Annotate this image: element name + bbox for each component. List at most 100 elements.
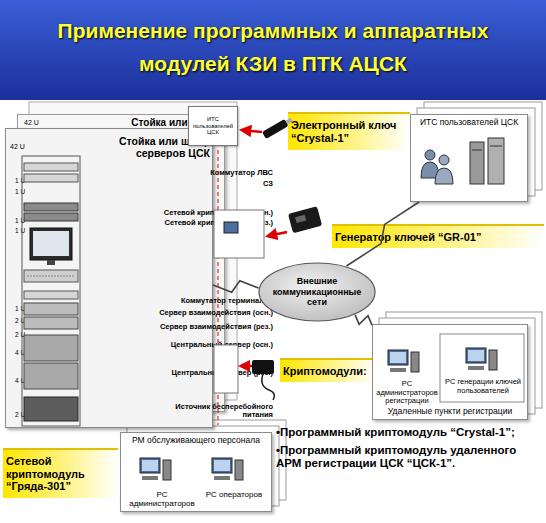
network-link [355, 315, 372, 325]
system-unit [489, 350, 497, 370]
rack-unit-row: 2 UИсточник бесперебойного питания [9, 397, 211, 423]
monitor [466, 348, 486, 363]
callout-band: Генератор ключей “GR-01” [332, 224, 544, 248]
rack-unit-row: 2 UСервер взаимодействия (рез.) [9, 317, 211, 331]
node-text: Внешние коммуникационные сети [267, 276, 367, 307]
cryptomodule-device [252, 360, 274, 374]
node-text: Сервер взаимодействия (рез.) [149, 323, 273, 331]
title-area: Применение программных и аппаратных моду… [30, 14, 516, 80]
user-icon [421, 162, 439, 178]
rack-unit-row: 1 UСетевой криптомодуль (осн.) [9, 203, 211, 213]
rack-unit-row: 1 UСЗ [9, 174, 211, 184]
node-text: Источник бесперебойного питания [149, 403, 273, 420]
usb-token-body [262, 119, 289, 139]
node-text: Сетевой криптомодуль “Гряда-301” [6, 455, 115, 493]
computer-icon [466, 348, 497, 370]
monitor-screen [468, 350, 484, 361]
node-text: 42 U [10, 143, 25, 150]
node-text: Коммутатор терминалов [149, 297, 273, 305]
usb-token-plug [286, 118, 293, 124]
node-text: СЗ [149, 180, 273, 188]
computer-icon [224, 222, 238, 233]
key-generator [288, 206, 322, 233]
rack-unit [24, 203, 78, 211]
rack-frame [22, 156, 80, 426]
unit-size: 1 U [15, 188, 31, 195]
rack-unit-row: 4 UЦентральный сервер (осн.) [9, 335, 211, 363]
dashed-line [218, 150, 219, 425]
keyboard [142, 476, 158, 480]
unit-size: 1 U [15, 227, 31, 234]
monitor [140, 458, 160, 473]
monitor-screen [142, 460, 158, 471]
network-link [346, 202, 419, 266]
usb-token [262, 116, 294, 139]
note-text: •Программный криптомодуль “Crystal-1”; [276, 426, 544, 439]
rack-unit [24, 363, 78, 389]
keyboard [468, 366, 484, 370]
unit-size: 2 U [15, 331, 31, 338]
server-detail [472, 150, 482, 151]
server-detail [490, 146, 502, 147]
keyboard-keys [27, 276, 75, 277]
rack-unit [24, 291, 78, 299]
unit-size: 1 U [15, 177, 31, 184]
workstation-group: Удаленные пункти регистрации [372, 324, 528, 420]
node-text: РМ обслуживающего персонала [132, 436, 260, 445]
computer-icon [212, 458, 243, 480]
terminal-box: ИТС пользователей ЦСК [188, 106, 238, 146]
key-generator-panel [295, 215, 306, 223]
rack-unit-row: 1 UКоммутатор терминалов [9, 291, 211, 301]
node-text: Сетевой криптомодуль (рез.) [149, 219, 273, 227]
unit-size: 1 U [15, 305, 31, 312]
unit-size: 4 U [15, 377, 31, 384]
monitor [212, 458, 232, 473]
node-text: Коммутатор ЛВС [149, 169, 273, 177]
rack-unit [24, 335, 78, 361]
callout-band: Электронный ключ “Crystal-1” [288, 112, 410, 150]
rack-unit [24, 303, 78, 315]
node-text: Центральный сервер (рез.) [149, 369, 273, 377]
node-text: ИТС пользователей ЦСК [189, 114, 237, 138]
monitor-screen [33, 231, 69, 256]
system-unit [235, 460, 243, 480]
key-generator-body [288, 206, 322, 233]
computer-icon [388, 350, 419, 372]
node-text: Удаленные пункти регистрации [388, 407, 512, 416]
rack-cabinet: 42 UСтойка или шкаф серверов ЦСК1 UКомму… [5, 128, 213, 428]
rack-unit [24, 397, 78, 421]
keyboard [24, 270, 78, 282]
network-cloud: Внешние коммуникационные сети [258, 262, 376, 322]
monitor [388, 350, 408, 365]
monitor [30, 228, 72, 260]
title-banner [0, 0, 546, 100]
server-icon [470, 142, 484, 184]
system-unit [411, 352, 419, 372]
rack-unit [24, 174, 78, 182]
callout-band: Сетевой криптомодуль “Гряда-301” [3, 448, 118, 498]
note-text: •Программный криптомодуль удаленного АРМ… [276, 444, 544, 470]
node-text: Криптомодули: [283, 365, 367, 378]
user-icon [439, 155, 449, 165]
node-text: Генератор ключей “GR-01” [335, 231, 481, 244]
system-unit [163, 460, 171, 480]
rack-unit [24, 317, 78, 329]
server-icon [488, 138, 504, 184]
device-cable [262, 374, 274, 400]
network-link [213, 281, 259, 292]
unit-size: 2 U [15, 411, 31, 418]
icon-label: РС генерации ключей пользователей [444, 378, 522, 395]
icon-label: РС администраторов [124, 490, 200, 508]
workstation-group: ИТС пользователей ЦСК [410, 114, 528, 202]
monitor-screen [390, 352, 406, 363]
computer-icon [140, 458, 171, 480]
rack-unit [24, 163, 78, 171]
keyboard [214, 476, 230, 480]
node-text: Электронный ключ “Crystal-1” [291, 119, 407, 144]
small-card [214, 210, 264, 258]
callout-band: Криптомодули: [280, 358, 376, 382]
unit-size: 1 U [15, 217, 31, 224]
icon-label: РС администраторов регистрации [376, 380, 438, 406]
unit-size: 2 U [15, 317, 31, 324]
rack-unit-row: 1 UСетевой криптомодуль (рез.) [9, 213, 211, 223]
